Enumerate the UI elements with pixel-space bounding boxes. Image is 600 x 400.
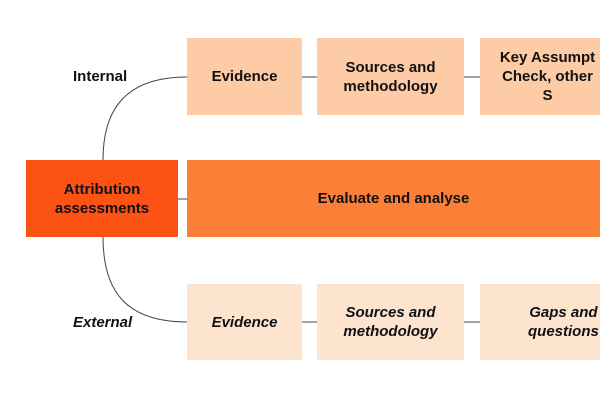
internal-sources-box: Sources and methodology (317, 38, 464, 115)
external-evidence-box: Evidence (187, 284, 302, 360)
external-sources-box: Sources and methodology (317, 284, 464, 360)
internal-evidence-box: Evidence (187, 38, 302, 115)
internal-bracket-curve (102, 76, 188, 161)
internal-key-assumptions-box: Key Assumpt Check, other S (480, 38, 600, 115)
internal-label: Internal (73, 68, 128, 85)
external-gaps-box: Gaps and questions (480, 284, 600, 360)
external-bracket-curve (102, 236, 188, 323)
attribution-assessments-box: Attribution assessments (26, 160, 178, 237)
evaluate-analyse-bar: Evaluate and analyse (187, 160, 600, 237)
external-label: External (73, 314, 133, 331)
